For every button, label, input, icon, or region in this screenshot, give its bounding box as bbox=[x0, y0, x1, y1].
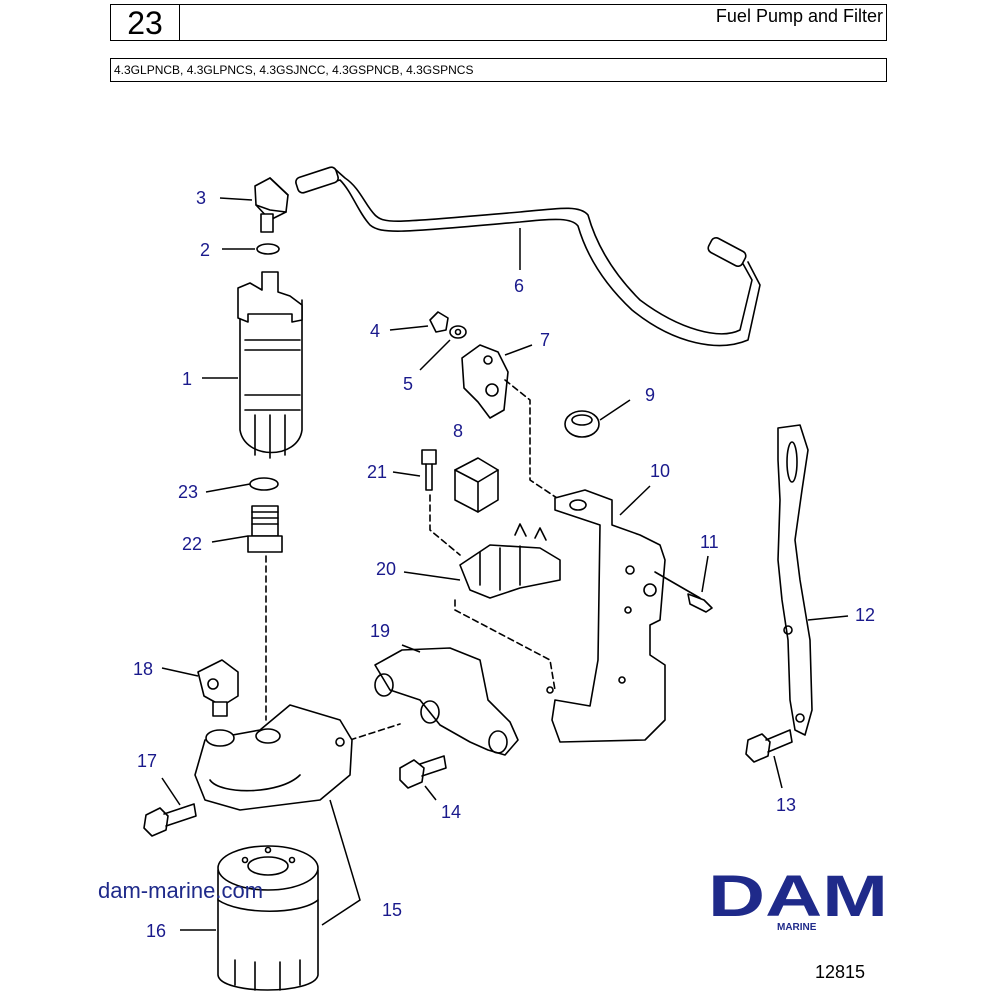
relay-part bbox=[454, 457, 499, 513]
callout-14: 14 bbox=[441, 802, 461, 822]
svg-text:DAM: DAM bbox=[708, 864, 888, 929]
nipple-part bbox=[247, 505, 283, 553]
o-ring-part bbox=[256, 243, 280, 255]
callout-18: 18 bbox=[133, 659, 153, 679]
header-box: 23 Fuel Pump and Filter bbox=[110, 4, 887, 41]
grommet-part bbox=[564, 410, 600, 438]
callout-19: 19 bbox=[370, 621, 390, 641]
screw-part bbox=[421, 449, 437, 491]
callout-9: 9 bbox=[645, 385, 655, 405]
callout-13: 13 bbox=[776, 795, 796, 815]
callout-4: 4 bbox=[370, 321, 380, 341]
logo-subtitle: MARINE bbox=[777, 922, 817, 933]
leader-lines bbox=[161, 197, 849, 931]
dam-logo: DAM bbox=[708, 864, 888, 929]
elbow-fitting-part bbox=[197, 659, 239, 717]
callout-16: 16 bbox=[146, 921, 166, 941]
callout-8: 8 bbox=[453, 421, 463, 441]
bracket-part bbox=[546, 489, 666, 743]
fuel-pump-part bbox=[237, 271, 303, 459]
callout-10: 10 bbox=[650, 461, 670, 481]
fuel-line-part bbox=[295, 166, 761, 347]
connector-part bbox=[459, 523, 561, 599]
callout-17: 17 bbox=[137, 751, 157, 771]
callout-3: 3 bbox=[196, 188, 206, 208]
fitting-part bbox=[254, 177, 289, 233]
callout-6: 6 bbox=[514, 276, 524, 296]
callout-22: 22 bbox=[182, 534, 202, 554]
support-strap-part bbox=[777, 424, 813, 736]
nut-washer-part bbox=[429, 311, 467, 339]
callout-labels: 3 2 1 23 22 6 4 5 7 9 8 10 21 11 20 12 1… bbox=[133, 188, 875, 941]
mount-bolt-part bbox=[399, 755, 447, 789]
callout-1: 1 bbox=[182, 369, 192, 389]
callout-21: 21 bbox=[367, 462, 387, 482]
page-title: Fuel Pump and Filter bbox=[715, 6, 883, 26]
callout-20: 20 bbox=[376, 559, 396, 579]
model-list: 4.3GLPNCB, 4.3GLPNCS, 4.3GSJNCC, 4.3GSPN… bbox=[110, 58, 887, 82]
fuel-filter-part bbox=[217, 845, 319, 991]
drawing-number: 12815 bbox=[815, 962, 866, 982]
website-watermark: dam-marine.com bbox=[98, 878, 264, 903]
switch-part bbox=[461, 344, 509, 419]
callout-7: 7 bbox=[540, 330, 550, 350]
bracket-screw-part bbox=[654, 571, 713, 613]
callout-12: 12 bbox=[855, 605, 875, 625]
filter-head-bolt-part bbox=[143, 803, 197, 837]
callout-15: 15 bbox=[382, 900, 402, 920]
callout-11: 11 bbox=[700, 532, 719, 552]
filter-head-part bbox=[194, 704, 353, 811]
callout-2: 2 bbox=[200, 240, 210, 260]
mount-bracket-part bbox=[374, 647, 519, 756]
callout-5: 5 bbox=[403, 374, 413, 394]
strap-bolt-part bbox=[745, 729, 793, 763]
o-ring-lower-part bbox=[249, 477, 279, 491]
callout-23: 23 bbox=[178, 482, 198, 502]
page-number: 23 bbox=[111, 5, 180, 41]
